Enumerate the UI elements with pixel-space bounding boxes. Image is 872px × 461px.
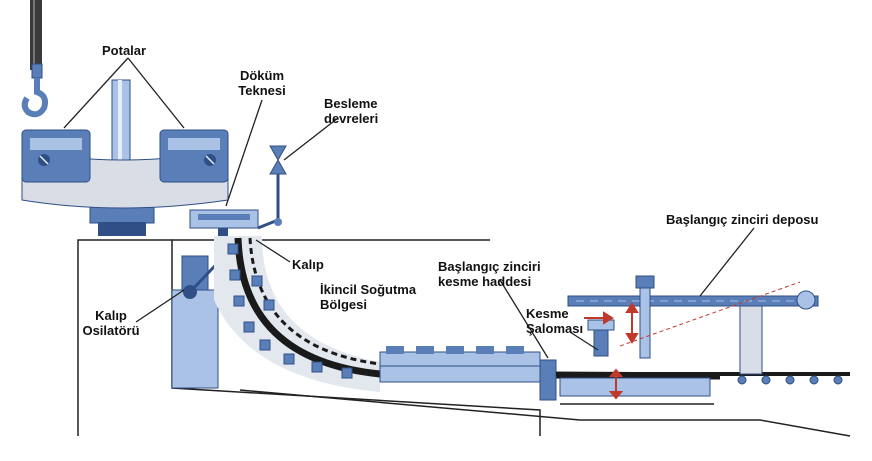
- curved-strand: [234, 237, 721, 380]
- label-tundish-line2: Teknesi: [238, 83, 286, 98]
- leader-lines: [63, 57, 755, 359]
- label-secondary-cooling: İkincil Soğutma Bölgesi: [320, 282, 416, 312]
- cutting-torch: [587, 319, 615, 357]
- straightener-stands: [379, 346, 557, 401]
- label-cutter-line2: kesme haddesi: [438, 274, 532, 289]
- tundish: [189, 209, 259, 238]
- mould-oscillator: [171, 248, 232, 389]
- label-tundish-line1: Döküm: [239, 68, 285, 83]
- runout-table: [556, 372, 850, 397]
- motion-arrows: [584, 302, 639, 400]
- label-cutting-torch: Kesme Şaloması: [526, 306, 583, 336]
- dummy-bar-storage: [567, 275, 819, 375]
- guide-rolls: [227, 243, 353, 379]
- crane-hook-icon: [21, 0, 49, 118]
- label-cutter-line1: Başlangıç zinciri: [438, 259, 541, 274]
- label-mould: Kalıp: [292, 257, 324, 272]
- feed-circuit: [257, 145, 287, 230]
- ladle-turret: [21, 79, 229, 236]
- label-cooling-line1: İkincil Soğutma: [320, 282, 417, 297]
- spray-zone: [214, 236, 380, 392]
- label-oscillator-line1: Kalıp: [95, 308, 127, 323]
- label-dummy-bar-cutter: Başlangıç zinciri kesme haddesi: [438, 259, 541, 289]
- label-mould-oscillator: Kalıp Osilatörü: [74, 308, 148, 338]
- label-cooling-line2: Bölgesi: [320, 297, 367, 312]
- label-torch-line2: Şaloması: [526, 321, 584, 336]
- label-tundish: Döküm Teknesi: [232, 68, 292, 98]
- label-feed-circuit: Besleme devreleri: [324, 96, 378, 126]
- label-torch-line1: Kesme: [526, 306, 569, 321]
- label-oscillator-line2: Osilatörü: [82, 323, 140, 338]
- label-feed-line2: devreleri: [324, 111, 379, 126]
- label-feed-line1: Besleme: [324, 96, 378, 111]
- label-dummy-bar-storage: Başlangıç zinciri deposu: [666, 212, 819, 227]
- label-ladles: Potalar: [102, 43, 147, 58]
